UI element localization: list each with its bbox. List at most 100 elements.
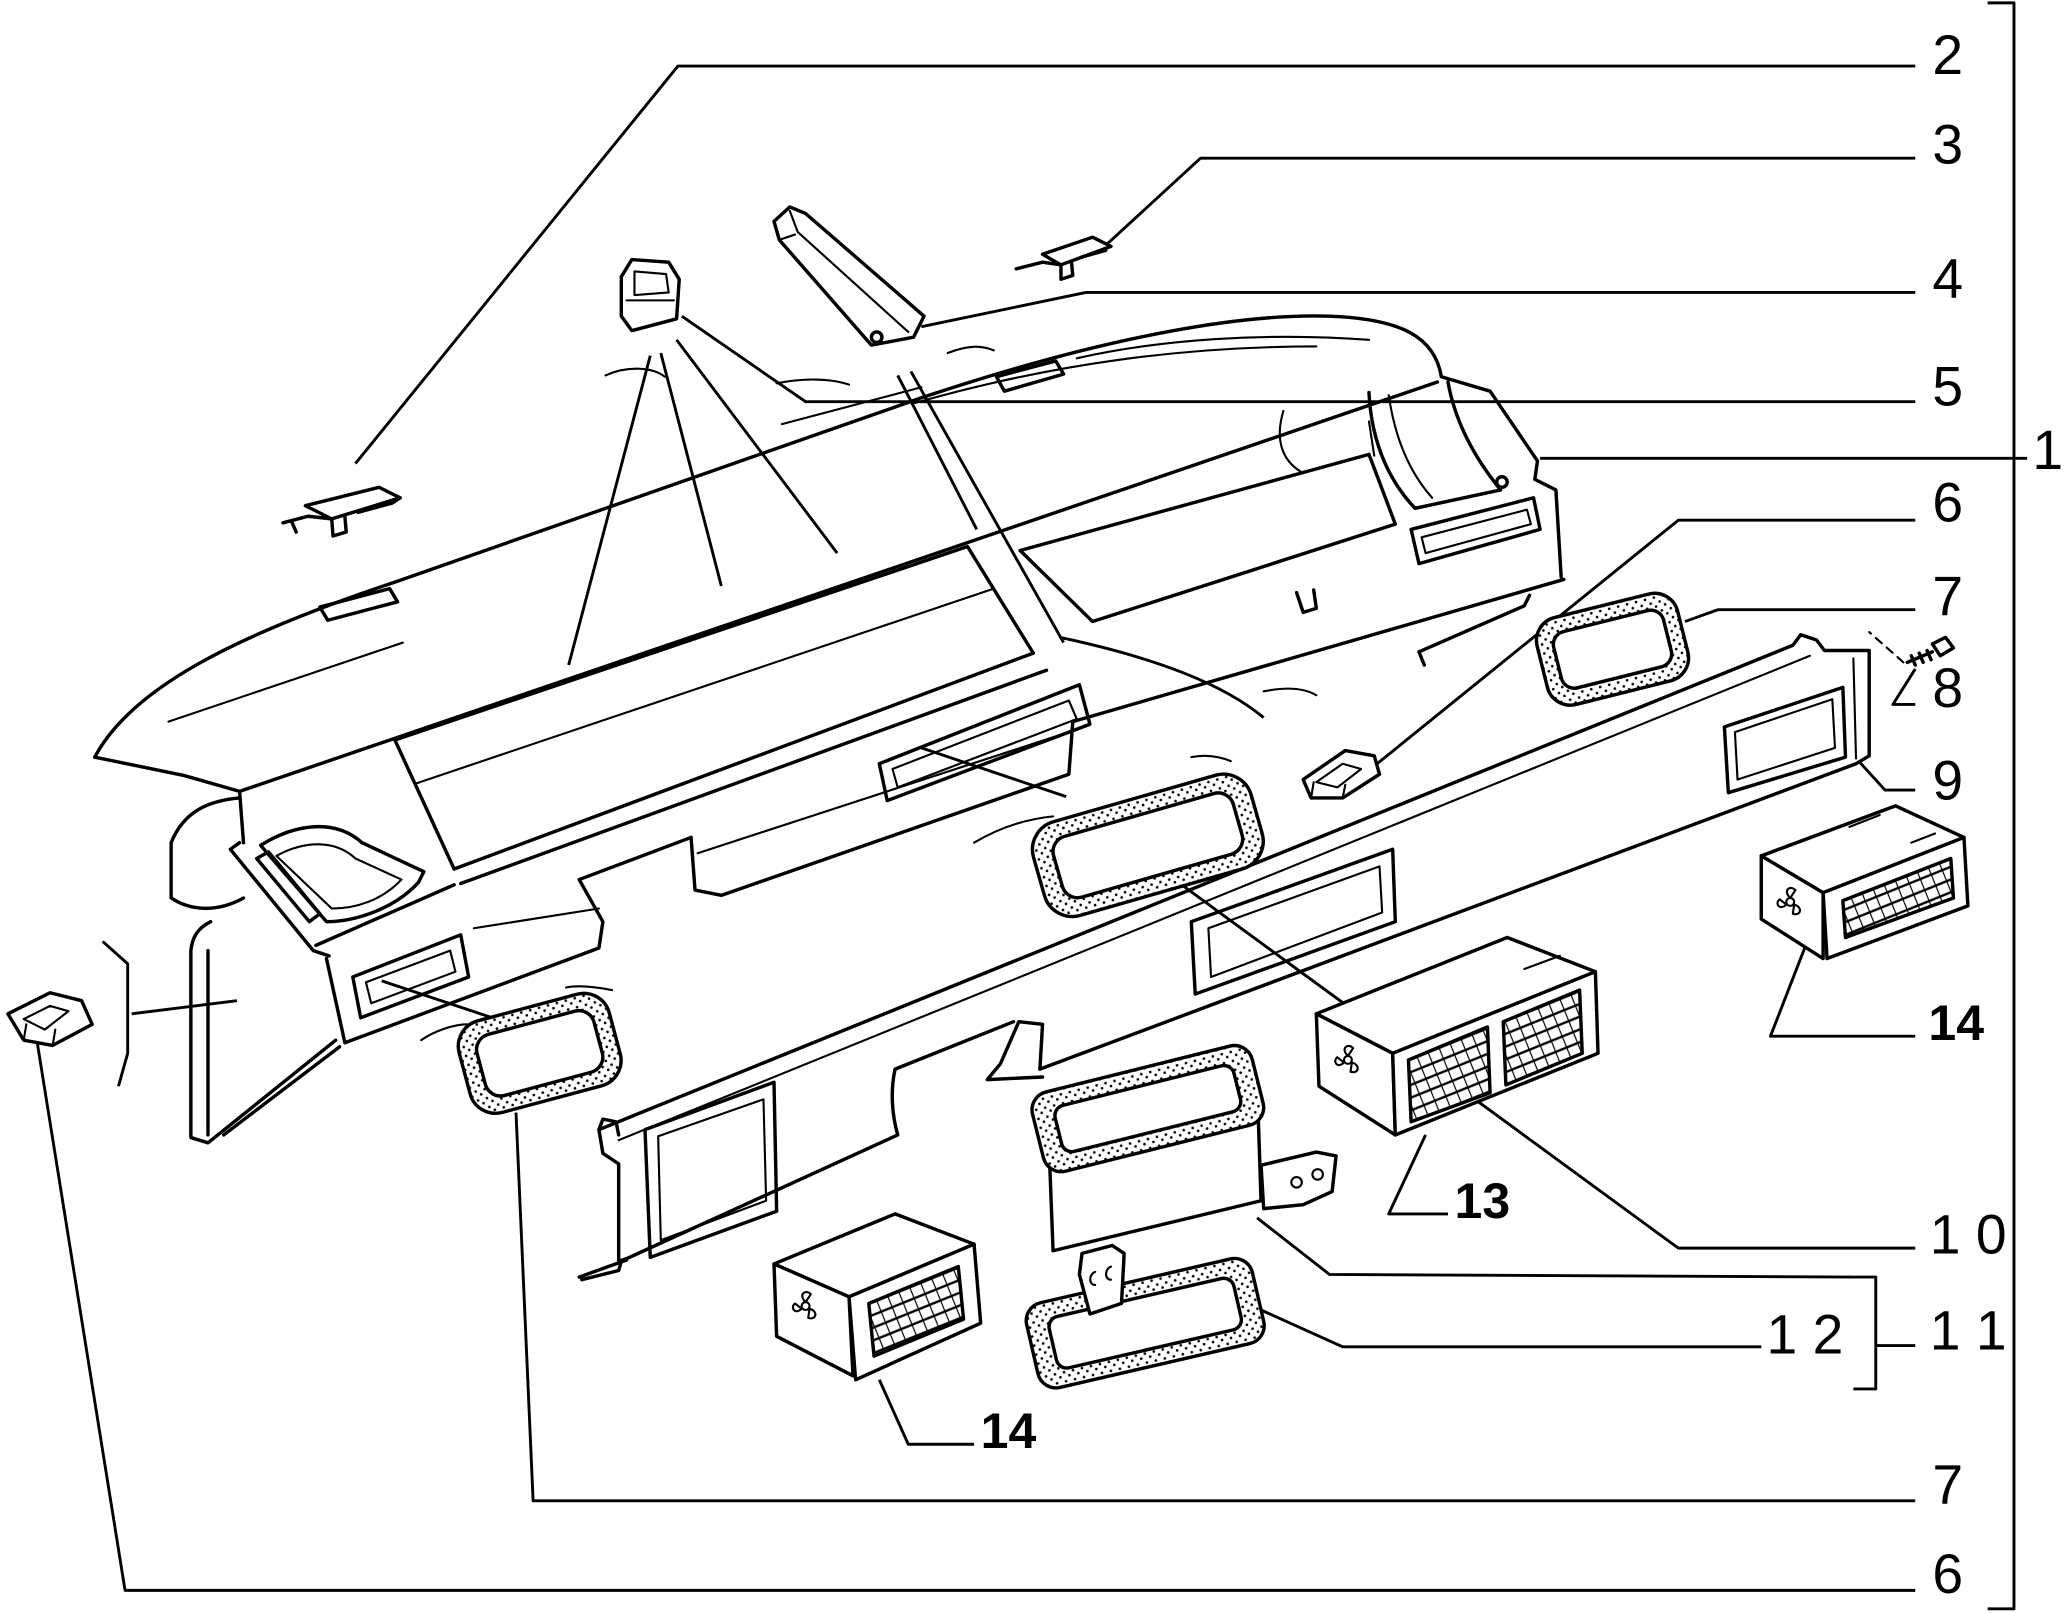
fan-icon: [1776, 886, 1801, 916]
vent-14-bottom-side: [772, 1262, 855, 1378]
bracket-hole: [1290, 1175, 1303, 1189]
callout-label-6-bottom: 6: [1932, 1543, 1963, 1605]
trim-strip-inner: [778, 209, 910, 334]
assembly-bracket-right: [1987, 1, 2016, 1611]
vent-14-right-side: [1759, 854, 1825, 961]
vent-13-top-tab: [1523, 954, 1561, 971]
trim-strip-body: [772, 205, 926, 347]
callout-label-14-bottom: 14: [981, 1403, 1037, 1459]
right-front-vent-inner: [1420, 508, 1532, 555]
callout-label-3: 3: [1932, 113, 1963, 175]
callout-label-5: 5: [1932, 356, 1963, 418]
callout-label-9: 9: [1932, 749, 1963, 811]
dashboard-pad-contour: [780, 335, 1371, 426]
clip-3-plate: [1040, 235, 1113, 267]
duct-clip-detail: [1089, 1265, 1113, 1287]
panel-9-rim: [617, 654, 1858, 1142]
callout-label-6-top: 6: [1932, 472, 1963, 534]
defrost-slot-center: [994, 359, 1066, 393]
dashboard-face-bottom-right: [1071, 577, 1566, 724]
part-9-vent-frame-panel: [577, 633, 1871, 1282]
leader-line-7-top: [1684, 608, 1916, 623]
clip-3-tabs: [1014, 248, 1108, 282]
bracket-5-window: [625, 270, 676, 302]
part-6-left-bracket: [101, 940, 130, 1087]
leader-line-3: [1102, 156, 1916, 249]
screw-head: [1930, 635, 1956, 658]
callout-label-13: 13: [1455, 1173, 1511, 1229]
right-front-vent: [1409, 496, 1542, 566]
right-compartment-wall: [1278, 409, 1376, 473]
leader-line-6-bottom: [35, 1039, 1916, 1592]
part-7-vent-seal-top: [1534, 591, 1691, 707]
dashboard-left-corner-edge: [237, 789, 246, 845]
callout-label-7-top: 7: [1932, 565, 1963, 627]
center-front-vent-inner: [891, 699, 1078, 789]
part-5-location-lines: [567, 338, 839, 666]
duct-lower-seal-inner: [1047, 1276, 1244, 1370]
clip-6-bottom-body: [6, 991, 94, 1048]
leader-line-6-top: [1368, 518, 1916, 772]
left-end-housing: [228, 840, 456, 958]
duct-upper-seal: [1030, 1043, 1266, 1174]
seal-7-top-inner: [1551, 608, 1674, 690]
seal-10-inner: [1051, 791, 1245, 900]
panel-9-center-vent: [1189, 847, 1398, 996]
duct-mounting-bracket: [1259, 1150, 1338, 1211]
leader-line-8: [1891, 668, 1917, 706]
left-end-vent-inner: [275, 843, 403, 910]
dashboard-face-bottom-left: [324, 835, 693, 1045]
vent-13-grille-left: [1406, 1025, 1492, 1124]
duct-clip: [1077, 1243, 1126, 1316]
part-6-clip-bottom: [6, 991, 94, 1048]
part-5-bracket: [619, 257, 681, 333]
callout-label-2: 2: [1932, 24, 1963, 86]
callout-label-7-bottom: 7: [1932, 1453, 1963, 1515]
part-7-location-line: [381, 979, 501, 1022]
part-2-clip: [281, 485, 402, 538]
callout-label-4: 4: [1932, 248, 1963, 310]
part-10-vent-seal: [1030, 772, 1265, 919]
leader-line-9: [1857, 760, 1916, 792]
panel-9-left-prong: [577, 1258, 629, 1282]
part-11-air-duct-assembly: [1030, 1043, 1338, 1253]
duct-upper-seal-inner: [1053, 1063, 1243, 1154]
part-8-screw: [1868, 631, 1956, 667]
leader-line-13: [1387, 1134, 1448, 1216]
center-tray-opening: [393, 544, 1036, 871]
dashboard-top-pad-front-edge: [93, 380, 1440, 794]
panel-9-right-vent: [1722, 685, 1848, 795]
part-7-vent-seal-bottom: [456, 991, 623, 1115]
leader-line-2: [354, 64, 1916, 465]
center-tray-lip: [459, 668, 1049, 886]
trim-strip-peg: [869, 330, 884, 345]
part-14-air-vent-bottom: [772, 1212, 983, 1382]
right-end-vent-inner: [1387, 394, 1434, 499]
duct-lower-seal: [1024, 1256, 1266, 1390]
panel-9-top-edge: [597, 633, 1871, 1132]
center-front-vent: [877, 683, 1092, 803]
panel-9-left-vent: [643, 1080, 779, 1260]
panel-9-center-vent-inner: [1207, 865, 1384, 979]
callout-label-10: 1 0: [1930, 1203, 2007, 1265]
bracket-5-body: [619, 257, 681, 333]
screw-thread: [1905, 648, 1935, 667]
leader-line-14-right: [1769, 923, 1916, 1038]
callout-label-1: 1: [2032, 419, 2063, 481]
part-6-left-location-line: [131, 999, 238, 1016]
panel-9-right-vent-inner: [1733, 698, 1837, 781]
part-10-location-line: [920, 746, 1067, 798]
panel-9-knee-cutout: [624, 1020, 1016, 1261]
center-tray-floor-line: [414, 587, 995, 785]
part-4-trim-strip: [772, 205, 926, 347]
dashboard-right-bracket: [1294, 588, 1532, 667]
seal-7-bottom-inner: [474, 1008, 605, 1098]
dashboard-pad-slot-line: [167, 641, 404, 723]
screw-position-dashed-line: [1868, 631, 1905, 664]
left-lower-vent-inner: [364, 949, 457, 1005]
right-end-fixing-hole: [1494, 475, 1509, 490]
part-12-duct-seal: [1024, 1243, 1266, 1390]
part-4-location-lines: [896, 370, 1065, 644]
dashboard-face-bottom-center: [689, 719, 1075, 898]
callout-label-8: 8: [1932, 657, 1963, 719]
